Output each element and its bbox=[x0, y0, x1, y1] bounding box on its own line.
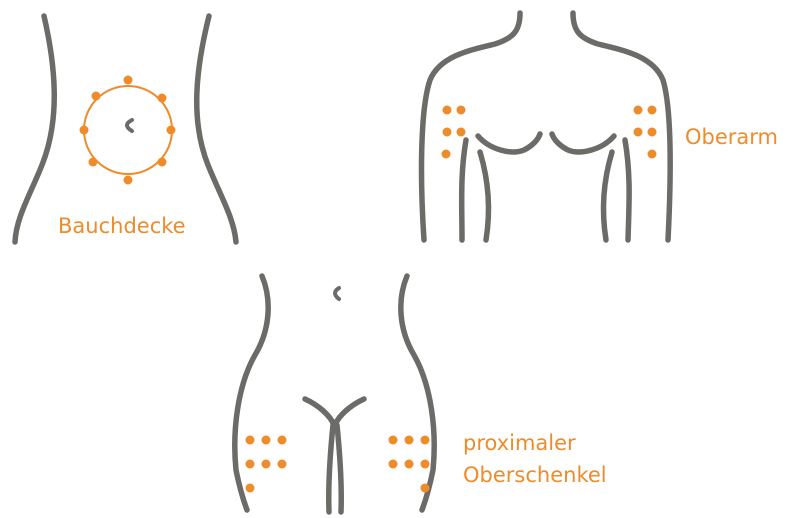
injection-dot bbox=[278, 436, 287, 445]
injection-dot bbox=[457, 128, 466, 137]
thigh-label: proximaler Oberschenkel bbox=[463, 427, 607, 491]
right-thigh-injection-dots bbox=[389, 436, 430, 493]
injection-dot bbox=[421, 460, 430, 469]
injection-dot bbox=[92, 92, 101, 101]
injection-dot bbox=[457, 106, 466, 115]
injection-dot bbox=[648, 150, 657, 159]
injection-dot bbox=[158, 94, 167, 103]
injection-dot bbox=[389, 460, 398, 469]
injection-dot bbox=[443, 106, 452, 115]
torso-figure bbox=[422, 13, 671, 240]
navel-icon bbox=[127, 120, 132, 131]
abdomen-figure bbox=[15, 16, 236, 242]
abdomen-label: Bauchdecke bbox=[58, 213, 186, 239]
right-arm-injection-dots bbox=[634, 106, 657, 159]
groin-left-contour bbox=[305, 399, 334, 425]
injection-dot bbox=[389, 436, 398, 445]
neck-right-contour bbox=[573, 13, 670, 240]
left-arm-inner-contour bbox=[462, 140, 466, 240]
injection-dot bbox=[246, 460, 255, 469]
abdomen-left-contour bbox=[15, 16, 54, 242]
injection-dot bbox=[421, 436, 430, 445]
injection-dot bbox=[634, 128, 643, 137]
right-arm-inner-contour bbox=[625, 140, 629, 240]
injection-dot bbox=[246, 436, 255, 445]
upper-arm-label: Oberarm bbox=[685, 124, 778, 150]
injection-dot bbox=[442, 150, 451, 159]
injection-dot bbox=[634, 106, 643, 115]
thigh-label-line1: proximaler bbox=[463, 427, 607, 459]
navel-icon bbox=[335, 288, 339, 299]
injection-dot bbox=[648, 106, 657, 115]
injection-dot bbox=[405, 460, 414, 469]
injection-dot bbox=[124, 76, 133, 85]
right-flank-contour bbox=[604, 152, 612, 240]
injection-dot bbox=[246, 484, 255, 493]
right-chest-contour bbox=[552, 134, 614, 152]
injection-dot bbox=[443, 128, 452, 137]
thigh-label-line2: Oberschenkel bbox=[463, 459, 607, 491]
injection-dot bbox=[158, 158, 167, 167]
hip-right-contour bbox=[401, 276, 434, 510]
injection-dot bbox=[167, 126, 176, 135]
hip-left-contour bbox=[235, 276, 268, 510]
injection-dot bbox=[262, 436, 271, 445]
inner-thigh-right-contour bbox=[337, 425, 341, 512]
injection-dot bbox=[124, 176, 133, 185]
injection-dot bbox=[405, 436, 414, 445]
injection-dot bbox=[262, 460, 271, 469]
injection-dot bbox=[89, 158, 98, 167]
thigh-figure bbox=[235, 276, 434, 512]
left-flank-contour bbox=[480, 152, 488, 240]
left-thigh-injection-dots bbox=[246, 436, 287, 493]
injection-dot bbox=[421, 484, 430, 493]
injection-dot bbox=[80, 126, 89, 135]
injection-dot bbox=[648, 128, 657, 137]
groin-right-contour bbox=[335, 399, 364, 425]
neck-left-contour bbox=[422, 13, 520, 240]
abdomen-right-contour bbox=[197, 16, 236, 242]
left-chest-contour bbox=[478, 134, 540, 152]
inner-thigh-left-contour bbox=[329, 425, 333, 512]
injection-dot bbox=[278, 460, 287, 469]
